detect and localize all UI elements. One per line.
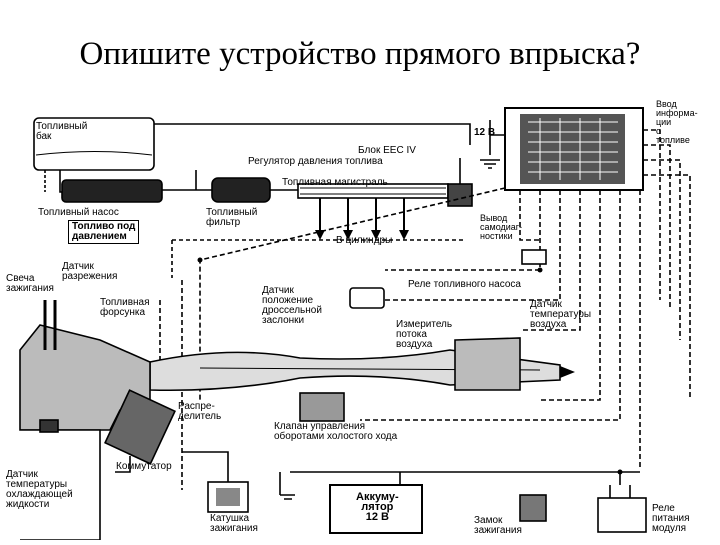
label-fuel-filter: Топливный фильтр <box>206 207 258 228</box>
label-module-relay: Реле питания модуля <box>652 503 690 534</box>
label-to-cylinders: В цилиндры <box>336 235 393 246</box>
fuel-filter-shape <box>211 177 271 203</box>
slide-title: Опишите устройство прямого впрыска? <box>79 36 641 72</box>
label-commutator: Коммутатор <box>116 461 172 472</box>
label-coolant-temp-sensor: Датчик температуры охлаждающей жидкости <box>6 469 73 510</box>
label-idle-valve: Клапан управления оборотами холостого хо… <box>274 421 398 442</box>
label-distributor: Распре- делитель <box>178 401 222 422</box>
label-injector: Топливная форсунка <box>100 297 150 318</box>
label-spark-plug: Свеча зажигания <box>6 273 54 294</box>
label-battery: Аккуму- лятор 12 В <box>356 491 399 523</box>
label-diag-output: Вывод самодиаг- ностики <box>480 213 523 241</box>
module-relay-shape <box>597 497 647 533</box>
label-fuel-tank: Топливный бак <box>36 121 88 142</box>
fuel-tank-shape <box>33 117 155 171</box>
distributor-shape <box>104 389 176 465</box>
throttle-sensor-shape <box>349 287 385 309</box>
label-fuel-under-pressure: Топливо под давлением <box>68 220 140 244</box>
pressure-regulator-shape <box>447 183 473 207</box>
label-ignition-lock: Замок зажигания <box>474 515 522 536</box>
label-eec-block: Блок EEC IV <box>358 145 416 156</box>
fuel-pump-shape <box>61 179 163 203</box>
idle-valve-shape <box>299 392 345 422</box>
label-fuel-line: Топливная магистраль <box>282 177 388 188</box>
label-info-input: Ввод информа- ции о топливе <box>656 99 698 145</box>
label-fuel-pump: Топливный насос <box>38 207 119 218</box>
label-airflow-meter: Измеритель потока воздуха <box>396 319 453 350</box>
label-air-temp-sensor: Датчик температуры воздуха <box>530 299 592 330</box>
label-vacuum-sensor: Датчик разрежения <box>62 261 118 282</box>
label-12v-top: 12 В <box>474 127 496 138</box>
fuel-injection-diagram: Топливный бак Топливный насос Топливо по… <box>0 99 720 541</box>
label-fuel-pump-relay: Реле топливного насоса <box>408 279 521 290</box>
label-pressure-regulator: Регулятор давления топлива <box>248 156 383 167</box>
label-throttle-sensor: Датчик положение дроссельной заслонки <box>262 285 322 326</box>
battery-shape <box>329 484 423 534</box>
diagram-drawing <box>19 107 691 541</box>
label-ignition-coil: Катушка зажигания <box>210 513 258 534</box>
